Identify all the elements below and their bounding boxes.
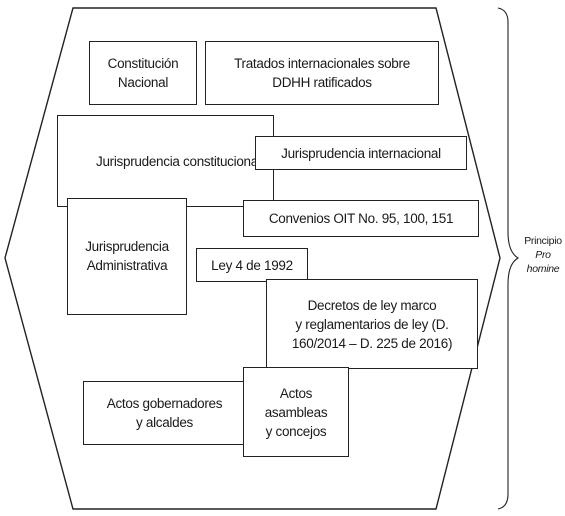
principio-pro-homine-label: Principio Pro homine	[522, 234, 564, 276]
jurisprudencia-constitucional-box: Jurisprudencia constitucional	[57, 115, 274, 207]
convenios-oit-box: Convenios OIT No. 95, 100, 151	[243, 200, 479, 237]
tratados-internacionales-box: Tratados internacionales sobre DDHH rati…	[205, 41, 439, 105]
side-brace	[497, 7, 520, 510]
principio-text: Principio	[524, 235, 562, 247]
ley-4-box: Ley 4 de 1992	[196, 248, 308, 282]
convenios-oit-label: Convenios OIT No. 95, 100, 151	[268, 211, 454, 226]
jurisprudencia-administrativa-box: Jurisprudencia Administrativa	[67, 198, 187, 315]
jurisprudencia-administrativa-label: Jurisprudencia Administrativa	[85, 239, 169, 273]
jurisprudencia-internacional-box: Jurisprudencia internacional	[255, 136, 467, 170]
hexagon-frame	[4, 7, 501, 510]
constitucion-nacional-label: Constitución Nacional	[107, 56, 179, 90]
homine-text: homine	[526, 263, 560, 275]
decretos-box: Decretos de ley marco y reglamentarios d…	[266, 279, 478, 369]
pro-text: Pro	[535, 249, 551, 261]
jurisprudencia-internacional-label: Jurisprudencia internacional	[281, 145, 441, 161]
ley-4-label: Ley 4 de 1992	[211, 257, 293, 273]
actos-asambleas-box: Actos asambleas y concejos	[243, 367, 349, 457]
actos-gobernadores-box: Actos gobernadores y alcaldes	[83, 381, 246, 445]
constitucion-nacional-box: Constitución Nacional	[89, 41, 197, 105]
actos-gobernadores-label: Actos gobernadores y alcaldes	[106, 396, 223, 430]
jurisprudencia-constitucional-label: Jurisprudencia constitucional	[96, 153, 261, 169]
tratados-internacionales-label: Tratados internacionales sobre DDHH rati…	[234, 56, 410, 90]
decretos-label: Decretos de ley marco y reglamentarios d…	[291, 297, 453, 351]
actos-asambleas-label: Actos asambleas y concejos	[264, 385, 328, 439]
